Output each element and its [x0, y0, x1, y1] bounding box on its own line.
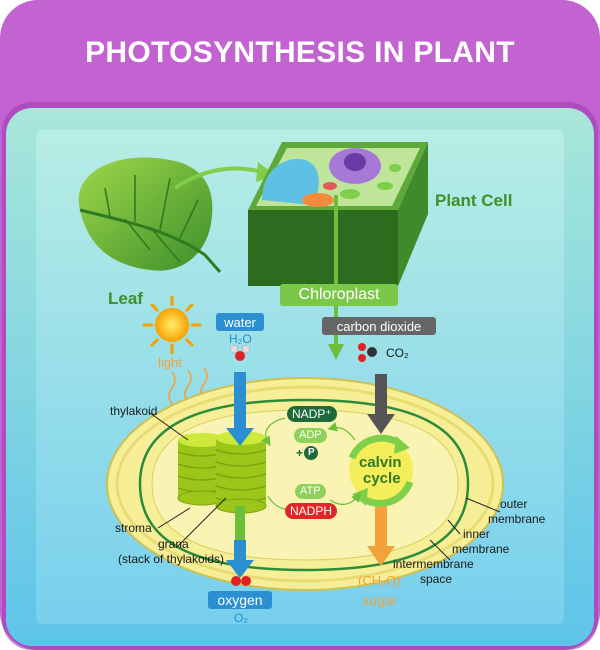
plus-sign: + — [296, 446, 304, 460]
chloroplast-pointer — [334, 195, 338, 345]
oxygen-arrow — [226, 506, 254, 578]
grana-label: grana — [158, 537, 189, 551]
calvin-cycle-icon — [348, 434, 414, 507]
page-title: PHOTOSYNTHESIS IN PLANT — [85, 36, 515, 69]
water-label: water — [216, 313, 264, 331]
co2-formula: CO₂ — [386, 346, 409, 360]
chloroplast-label: Chloroplast — [280, 284, 398, 306]
inner-membrane-label-2: membrane — [452, 542, 510, 556]
co2-arrow — [367, 374, 395, 434]
leaf-to-cell-arrow — [173, 166, 263, 190]
adp-badge: ADP — [294, 428, 327, 443]
calvin-label-2: cycle — [363, 470, 401, 487]
sun-illustration — [143, 296, 201, 354]
water-formula: H₂O — [229, 332, 252, 346]
stroma-label: stroma — [115, 521, 152, 535]
sugar-label: sugar — [362, 592, 398, 608]
water-molecule-icon — [229, 344, 251, 361]
nadp-badge: NADP⁺ — [287, 406, 337, 422]
thylakoid-label: thylakoid — [110, 404, 158, 418]
light-label: light — [158, 355, 182, 370]
co2-molecule-icon — [358, 343, 377, 362]
grana-note-label: (stack of thylakoids) — [118, 552, 225, 566]
chloroplast-pointer-head — [328, 344, 344, 360]
oxygen-formula: O₂ — [234, 611, 248, 625]
plant-cell-label: Plant Cell — [435, 191, 513, 210]
intermembrane-label-2: space — [420, 572, 453, 586]
phosphate-circle — [304, 446, 318, 460]
label-pointer-lines — [149, 412, 501, 561]
outer-membrane-label-1: outer — [500, 497, 528, 511]
oxygen-label: oxygen — [208, 591, 272, 609]
sugar-arrow — [367, 500, 395, 566]
oxygen-molecule-icon — [231, 576, 251, 586]
atp-badge: ATP — [295, 484, 326, 499]
sugar-formula: (CH₂O) — [358, 573, 401, 588]
plant-cell-illustration — [248, 142, 428, 286]
phosphate-label: P — [308, 447, 315, 458]
outer-membrane-label-2: membrane — [488, 512, 546, 526]
leaf-label: Leaf — [108, 289, 143, 308]
calvin-label-1: calvin — [359, 454, 402, 471]
carbon-dioxide-label: carbon dioxide — [322, 317, 436, 335]
intermembrane-label-1: intermembrane — [393, 557, 474, 571]
water-arrow — [226, 372, 254, 446]
inner-membrane-label-1: inner — [463, 527, 490, 541]
leaf-to-cell-arrowhead — [256, 162, 275, 182]
nadph-badge: NADPH — [285, 503, 338, 519]
